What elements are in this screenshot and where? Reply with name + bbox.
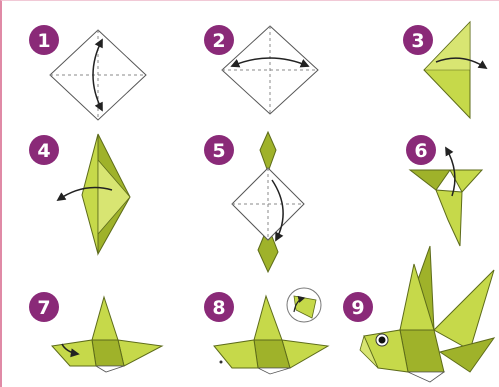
step-6-wing-left [410, 170, 450, 190]
step-5-number: 5 [212, 140, 225, 162]
step-8-wing [254, 296, 282, 340]
step-7-body [92, 340, 124, 366]
step-3: 3 [403, 22, 486, 118]
step-8: 8 [204, 288, 328, 374]
step-8-head [214, 340, 258, 368]
step-4: 4 [29, 134, 130, 254]
step-7-number: 7 [37, 297, 50, 319]
step-1-number: 1 [37, 30, 50, 52]
step-9-number: 9 [351, 297, 364, 319]
step-6: 6 [406, 135, 482, 246]
step-9: 9 [343, 246, 494, 382]
step-2: 2 [204, 25, 318, 114]
step-9-pupil [379, 337, 386, 344]
step-6-stem [436, 190, 462, 246]
step-7: 7 [29, 292, 162, 372]
step-8-dot [220, 361, 223, 364]
step-5: 5 [204, 132, 304, 272]
step-7-wing [92, 297, 118, 340]
step-7-tail [118, 340, 162, 366]
step-4-kite-left [82, 134, 98, 254]
step-3-number: 3 [411, 30, 424, 52]
step-2-number: 2 [212, 30, 225, 52]
step-5-stem-top [260, 132, 276, 172]
step-7-belly [96, 366, 124, 372]
step-8-number: 8 [212, 297, 225, 319]
step-8-belly [258, 368, 290, 374]
step-6-number: 6 [414, 140, 427, 162]
step-1: 1 [29, 25, 146, 120]
step-9-tail-upper [434, 270, 494, 350]
step-4-number: 4 [37, 140, 50, 162]
step-9-belly [408, 372, 444, 382]
